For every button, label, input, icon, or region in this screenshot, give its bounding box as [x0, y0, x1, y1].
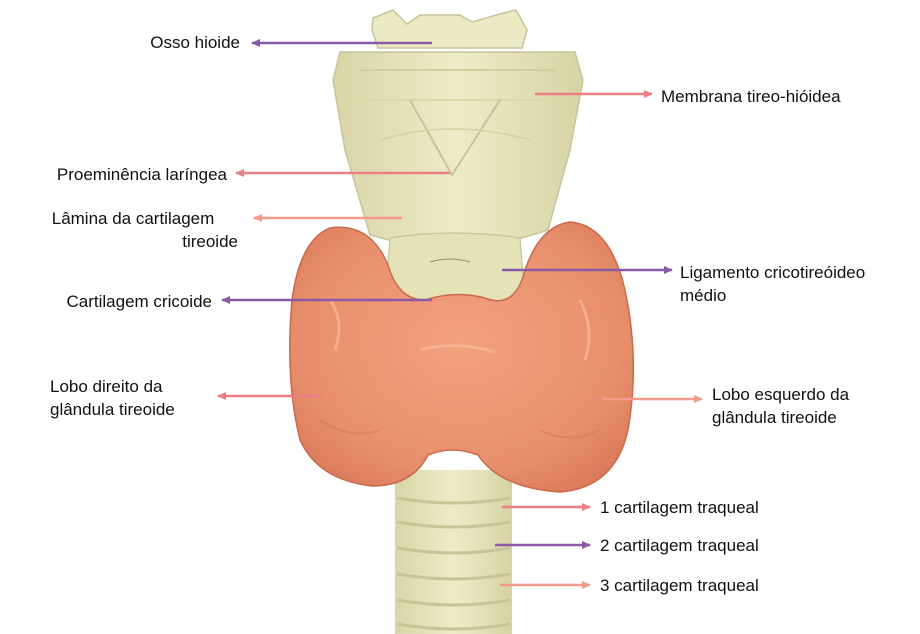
label-traqueal-3: 3 cartilagem traqueal [600, 574, 759, 597]
label-lobo-direito: Lobo direito da glândula tireoide [50, 375, 175, 421]
label-ligamento-cricotireoideo-medio: Ligamento cricotireóideo médio [680, 261, 865, 307]
label-proeminencia-laringea: Proeminência laríngea [57, 163, 227, 186]
label-traqueal-1: 1 cartilagem traqueal [600, 496, 759, 519]
label-lobo-esquerdo: Lobo esquerdo da glândula tireoide [712, 383, 849, 429]
label-lamina-cartilagem-tireoide: Lâmina da cartilagem tireoide [28, 207, 238, 253]
label-lobo-esquerdo-line-1: Lobo esquerdo da [712, 383, 849, 406]
label-lobo-esquerdo-line-2: glândula tireoide [712, 406, 849, 429]
label-ligamento-line-2: médio [680, 284, 865, 307]
label-membrana-tireo-hioidea: Membrana tireo-hióidea [661, 85, 841, 108]
label-osso-hioide: Osso hioide [150, 31, 240, 54]
label-lamina-line-2: tireoide [28, 230, 238, 253]
thyroid-cartilage [333, 52, 583, 258]
label-cartilagem-cricoide: Cartilagem cricoide [67, 290, 213, 313]
label-lobo-direito-line-1: Lobo direito da [50, 375, 175, 398]
label-traqueal-2: 2 cartilagem traqueal [600, 534, 759, 557]
label-lobo-direito-line-2: glândula tireoide [50, 398, 175, 421]
trachea [395, 470, 512, 634]
label-ligamento-line-1: Ligamento cricotireóideo [680, 261, 865, 284]
label-lamina-line-1: Lâmina da cartilagem [28, 207, 238, 230]
